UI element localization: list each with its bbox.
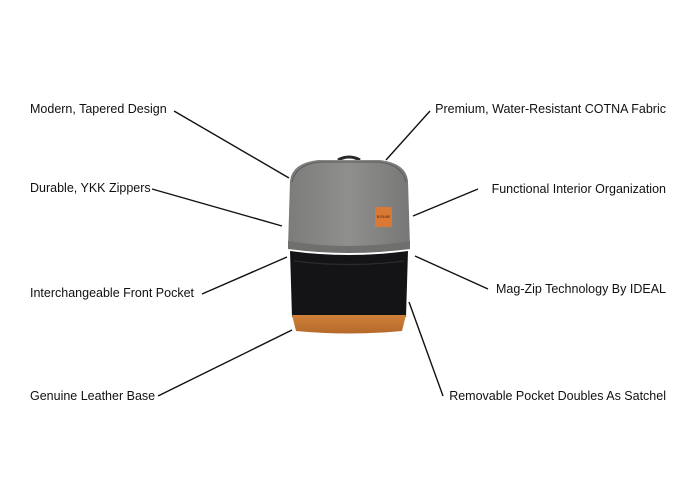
callout-line-front-pocket: [201, 256, 288, 295]
front-pocket: [290, 251, 408, 317]
callout-line-cotna-fabric: [385, 110, 431, 161]
callout-line-removable-pocket: [408, 301, 444, 397]
backpack-body: [288, 160, 410, 247]
feature-label-ykk-zippers: Durable, YKK Zippers: [30, 181, 151, 195]
feature-label-removable-pocket: Removable Pocket Doubles As Satchel: [449, 389, 666, 403]
callout-line-ykk-zippers: [151, 188, 283, 227]
backpack-image: BYSUNE: [288, 155, 410, 334]
feature-label-cotna-fabric: Premium, Water-Resistant COTNA Fabric: [435, 102, 666, 116]
backpack-zipper: [291, 161, 407, 183]
feature-label-leather-base: Genuine Leather Base: [30, 389, 156, 403]
callout-line-tapered-design: [173, 110, 290, 179]
feature-label-interior-organization: Functional Interior Organization: [491, 182, 666, 196]
feature-label-tapered-design: Modern, Tapered Design: [30, 102, 167, 116]
callout-line-mag-zip: [414, 255, 489, 290]
leather-base: [292, 315, 406, 334]
callout-line-interior-organization: [412, 188, 479, 217]
brand-tag: [375, 207, 392, 227]
callout-line-leather-base: [157, 329, 293, 397]
backpack-handle: [337, 155, 361, 162]
brand-tag-text: BYSUNE: [377, 215, 390, 219]
feature-label-front-pocket: Interchangeable Front Pocket: [30, 286, 194, 300]
feature-label-mag-zip: Mag-Zip Technology By IDEAL: [496, 282, 666, 296]
